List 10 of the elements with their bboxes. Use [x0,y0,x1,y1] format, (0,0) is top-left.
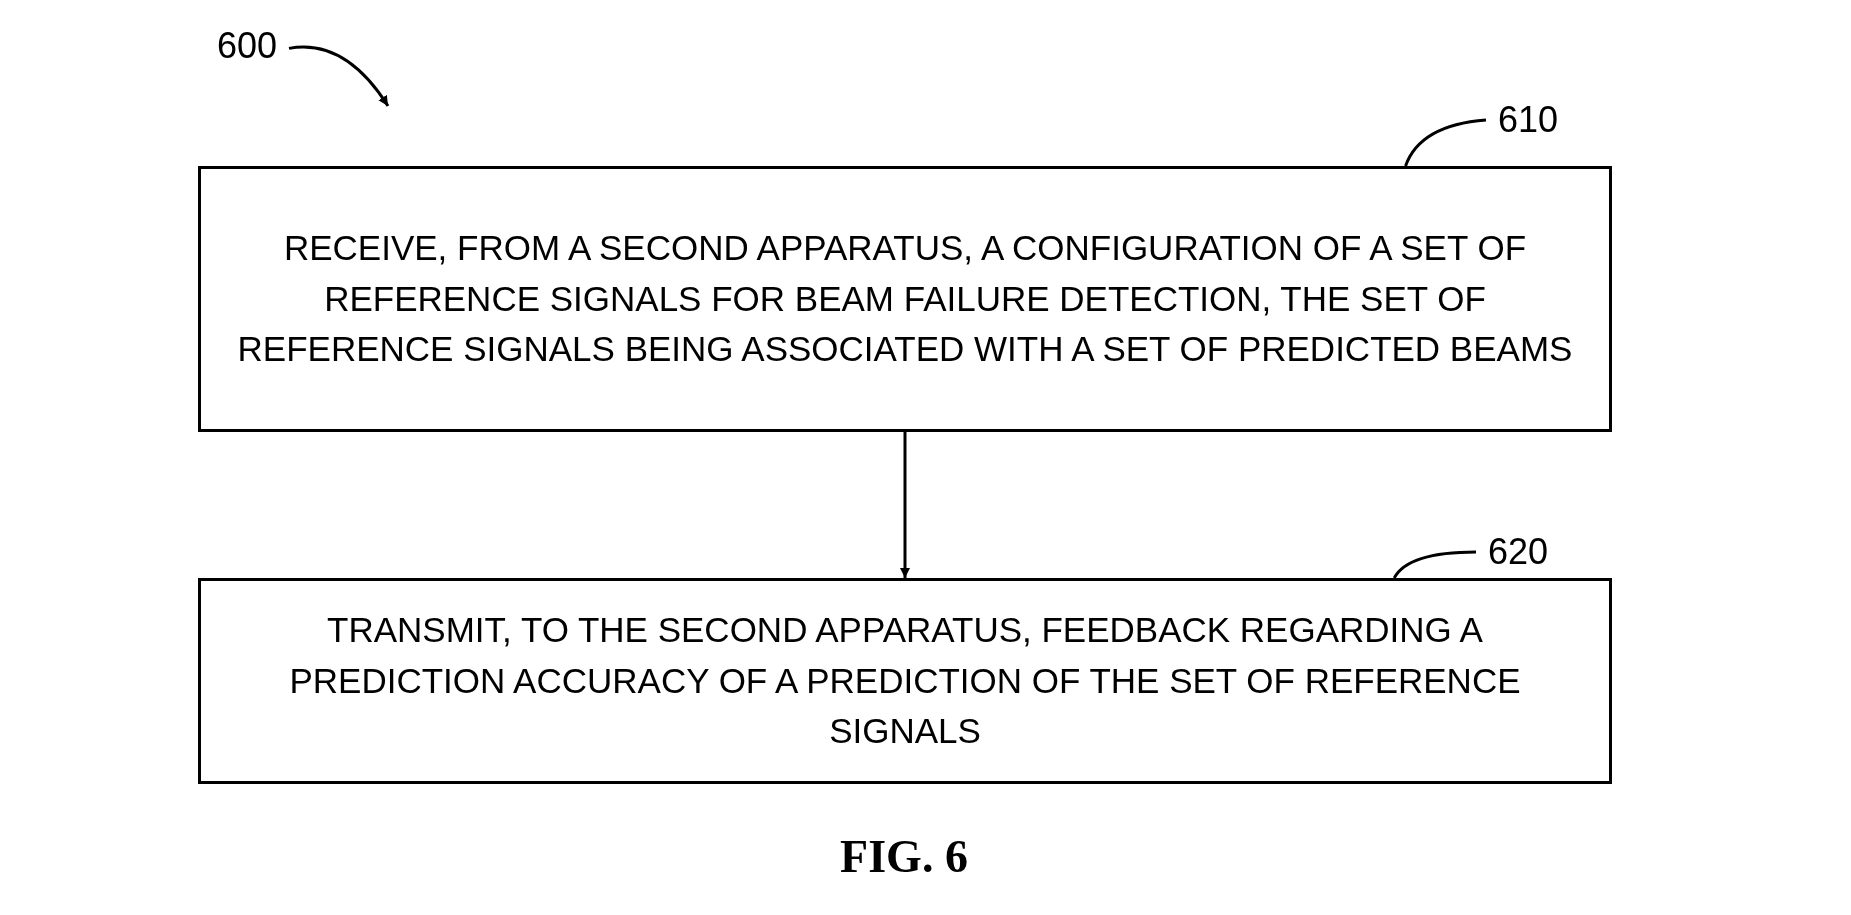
process-box: TRANSMIT, TO THE SECOND APPARATUS, FEEDBACK REGARDING A PREDICTION ACCURACY OF A PREDICTION OF THE SET OF REFERENCE SIGNALS [198,578,1612,784]
reference-numeral: 620 [1476,528,1560,576]
curved-arrow [288,45,390,107]
figure-caption: FIG. 6 [840,830,968,884]
arrow [900,432,910,578]
leader-line [1404,118,1487,167]
process-box: RECEIVE, FROM A SECOND APPARATUS, A CONFIGURATION OF A SET OF REFERENCE SIGNALS FOR BEAM FAILURE DETECTION, THE SET OF REFERENCE SIGNALS BEING ASSOCIATED WITH A SET OF PREDICTED BEAMS [198,166,1612,432]
leader-line [1392,550,1477,579]
reference-numeral: 600 [205,22,289,70]
reference-numeral: 610 [1486,96,1570,144]
